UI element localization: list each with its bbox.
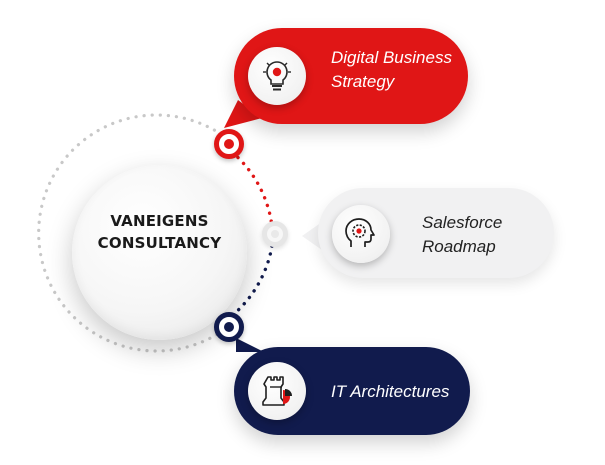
outer-dotted-arc [37,113,230,353]
roadmap-label-line1: Salesforce [422,213,503,232]
strategy-node [214,129,244,159]
lightbulb-icon [263,61,291,91]
chess-rook-icon [262,376,292,406]
architectures-node [214,312,244,342]
roadmap-icon-disc [332,205,390,263]
roadmap-node [262,221,288,247]
hub-circle [72,165,247,340]
strategy-icon-disc [248,47,306,105]
hub-title-line2: CONSULTANCY [97,234,222,252]
roadmap-label: Salesforce Roadmap [422,211,502,259]
architectures-label: IT Architectures [331,380,449,404]
roadmap-card-pointer [302,222,322,250]
hub-title-line1: VANEIGENS [110,212,209,230]
strategy-label-line1: Digital Business [331,48,452,67]
strategy-card-pointer [224,100,262,128]
hub-title: VANEIGENS CONSULTANCY [72,210,247,254]
navy-dotted-connector [232,244,274,316]
roadmap-label-line2: Roadmap [422,237,496,256]
architectures-label-line1: IT Architectures [331,382,450,401]
head-gear-icon [345,218,375,247]
strategy-label: Digital Business Strategy [331,46,452,94]
architectures-icon-disc [248,362,306,420]
red-dotted-connector [230,150,274,228]
arch-card-pointer [236,338,264,352]
strategy-label-line2: Strategy [331,72,395,91]
